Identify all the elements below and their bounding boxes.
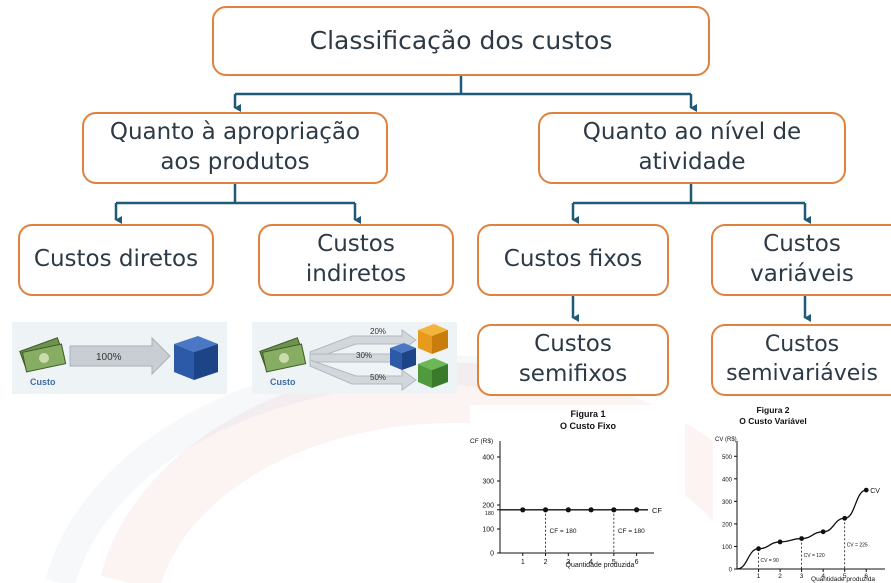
node-variable-line2: variáveis bbox=[750, 261, 854, 287]
indirect-cost-illustration: Custo 20% 30% 50% bbox=[252, 322, 457, 394]
node-semifixed-costs: Custos semifixos bbox=[477, 324, 669, 396]
node-semivariable-costs: Custos semivariáveis bbox=[711, 324, 891, 396]
fig1-ytick-label: 200 bbox=[482, 503, 494, 510]
fig1-xtick-label: 2 bbox=[544, 559, 548, 566]
branch-appropriation-line2: aos produtos bbox=[160, 149, 310, 175]
product-cube-orange-icon bbox=[418, 324, 448, 354]
fig2-ytick-label: 300 bbox=[722, 500, 733, 506]
branch-appropriation: Quanto à apropriação aos produtos bbox=[82, 112, 388, 184]
node-indirect-line1: Custos bbox=[317, 231, 395, 258]
fig1-xtick-label: 6 bbox=[635, 559, 639, 566]
fixed-cost-chart: Figura 1 O Custo Fixo CF (R$) Quantidade… bbox=[470, 405, 685, 583]
node-direct-costs-label: Custos diretos bbox=[33, 246, 199, 273]
fig1-xtick-label: 3 bbox=[566, 559, 570, 566]
money-icon bbox=[259, 337, 307, 373]
fig1-ytick-label: 0 bbox=[490, 551, 494, 558]
fig2-data-point bbox=[799, 536, 805, 541]
fig2-ytick-label: 0 bbox=[729, 568, 733, 574]
fig1-data-point bbox=[634, 507, 640, 513]
node-indirect-costs: Custos indiretos bbox=[258, 224, 454, 296]
fig1-xlabel: Quantidade produzida bbox=[566, 562, 635, 569]
direct-percent-label: 100% bbox=[96, 352, 122, 363]
fig2-xtick-label: 6 bbox=[864, 573, 868, 580]
branch-activity-level: Quanto ao nível de atividade bbox=[538, 112, 846, 184]
fig2-title-line1: Figura 2 bbox=[756, 405, 789, 415]
indirect-percent-2: 30% bbox=[356, 351, 372, 360]
node-fixed-costs-label: Custos fixos bbox=[503, 246, 643, 273]
product-cube-icon bbox=[174, 336, 218, 380]
money-icon bbox=[19, 337, 67, 373]
fig2-xlabel: Quantidade produzida bbox=[811, 576, 875, 583]
fig2-xtick-label: 2 bbox=[778, 573, 782, 580]
fig2-title-line2: O Custo Variável bbox=[739, 416, 807, 426]
direct-cost-illustration: Custo 100% bbox=[12, 322, 227, 394]
fig2-ylabel: CV (R$) bbox=[715, 437, 737, 443]
fig2-annotation: CV = 225 bbox=[847, 543, 868, 549]
branch-activity-line1: Quanto ao nível de bbox=[582, 119, 802, 146]
fig2-ytick-label: 400 bbox=[722, 477, 733, 483]
fig2-annotation: CV = 90 bbox=[761, 558, 779, 564]
root-node-label: Classificação dos custos bbox=[309, 25, 613, 55]
node-semivariable-line2: semivariáveis bbox=[726, 361, 878, 386]
node-semivariable-line1: Custos bbox=[764, 332, 840, 358]
fig2-ytick-label: 200 bbox=[722, 522, 733, 528]
node-semifixed-line2: semifixos bbox=[518, 361, 628, 387]
fig2-series-label: CV bbox=[870, 488, 880, 495]
product-cube-green-icon bbox=[418, 358, 448, 388]
root-node: Classificação dos custos bbox=[212, 6, 710, 76]
fig2-data-point bbox=[842, 515, 848, 521]
node-variable-line1: Custos bbox=[763, 231, 841, 258]
fig1-xtick-label: 5 bbox=[612, 559, 616, 566]
fig1-annotation: CF = 180 bbox=[618, 528, 645, 535]
fig2-data-point bbox=[820, 529, 826, 535]
fig1-ytick-label: 180 bbox=[485, 511, 494, 517]
fig2-data-point bbox=[863, 487, 869, 493]
fig2-ytick-label: 100 bbox=[722, 545, 733, 551]
fig2-ytick-label: 500 bbox=[722, 455, 733, 461]
indirect-percent-3: 50% bbox=[370, 373, 386, 382]
fig1-data-point bbox=[520, 507, 526, 513]
fig1-ytick-label: 400 bbox=[482, 455, 494, 462]
indirect-percent-1: 20% bbox=[370, 327, 386, 336]
direct-cost-label: Custo bbox=[30, 377, 56, 387]
variable-cost-chart: Figura 2 O Custo Variável CV (R$) Quanti… bbox=[713, 405, 891, 583]
product-cube-blue-icon bbox=[390, 343, 416, 370]
fig2-xtick-label: 4 bbox=[821, 573, 825, 580]
fig1-ytick-label: 300 bbox=[482, 479, 494, 486]
fig2-xtick-label: 5 bbox=[843, 573, 847, 580]
branch-activity-line2: atividade bbox=[638, 149, 746, 175]
node-fixed-costs: Custos fixos bbox=[477, 224, 669, 296]
fig1-ylabel: CF (R$) bbox=[470, 438, 493, 445]
fig1-ytick-label: 100 bbox=[482, 527, 494, 534]
fig2-xtick-label: 3 bbox=[800, 573, 804, 580]
fig2-annotation: CV = 120 bbox=[804, 553, 825, 559]
fig1-xtick-label: 4 bbox=[589, 559, 593, 566]
fig1-series-label: CF bbox=[652, 506, 662, 515]
node-direct-costs: Custos diretos bbox=[18, 224, 214, 296]
node-semifixed-line1: Custos bbox=[534, 331, 612, 358]
fig2-xtick-label: 1 bbox=[757, 573, 761, 580]
branch-appropriation-line1: Quanto à apropriação bbox=[109, 119, 361, 146]
fig1-xtick-label: 1 bbox=[521, 559, 525, 566]
fig1-data-point bbox=[565, 507, 571, 513]
fig2-data-point bbox=[777, 539, 783, 545]
arrow-icon bbox=[69, 336, 171, 376]
fig1-title-line1: Figura 1 bbox=[570, 409, 605, 419]
node-indirect-line2: indiretos bbox=[305, 261, 407, 287]
indirect-cost-label: Custo bbox=[270, 377, 296, 387]
fig1-data-point bbox=[588, 507, 594, 513]
node-variable-costs: Custos variáveis bbox=[711, 224, 891, 296]
fig1-title-line2: O Custo Fixo bbox=[560, 421, 617, 431]
fig1-annotation: CF = 180 bbox=[550, 528, 577, 535]
